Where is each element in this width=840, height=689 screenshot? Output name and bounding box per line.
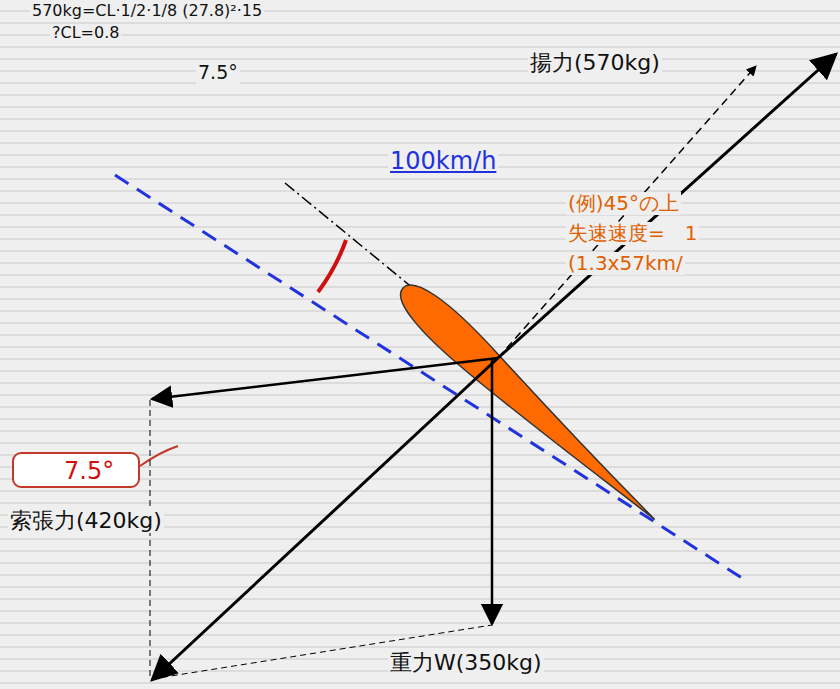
example-note: (例)45°の上 [566, 192, 681, 215]
lift-resultant-arrow [498, 54, 836, 358]
angle-callout-text: 7.5° [28, 457, 124, 485]
stall-speed-note: (1.3x57km/ [566, 252, 685, 275]
callout-box: 7.5° [12, 452, 140, 488]
formula-note: 570kg=CL·1/2·1/8 (27.8)²·15 [30, 2, 264, 20]
callout-tail [140, 446, 178, 466]
load-resultant-arrow [152, 358, 498, 680]
speed-label: 100km/h [388, 148, 498, 176]
gravity-arrow [491, 358, 494, 624]
angle-arc [318, 240, 346, 292]
wing-airfoil [390, 275, 667, 534]
tension-arrow [152, 358, 498, 399]
angle-note: 7.5° [196, 62, 240, 84]
result-note: ?CL=0.8 [50, 24, 121, 42]
tension-label: 索張力(420kg) [8, 508, 164, 533]
gravity-label: 重力W(350kg) [388, 650, 544, 675]
lift-label: 揚力(570kg) [528, 50, 662, 75]
lift-vector [498, 66, 756, 358]
flight-path-line [115, 175, 745, 580]
stall-speed-note: 失速速度= 1 [566, 222, 699, 245]
construction-line [150, 400, 151, 676]
